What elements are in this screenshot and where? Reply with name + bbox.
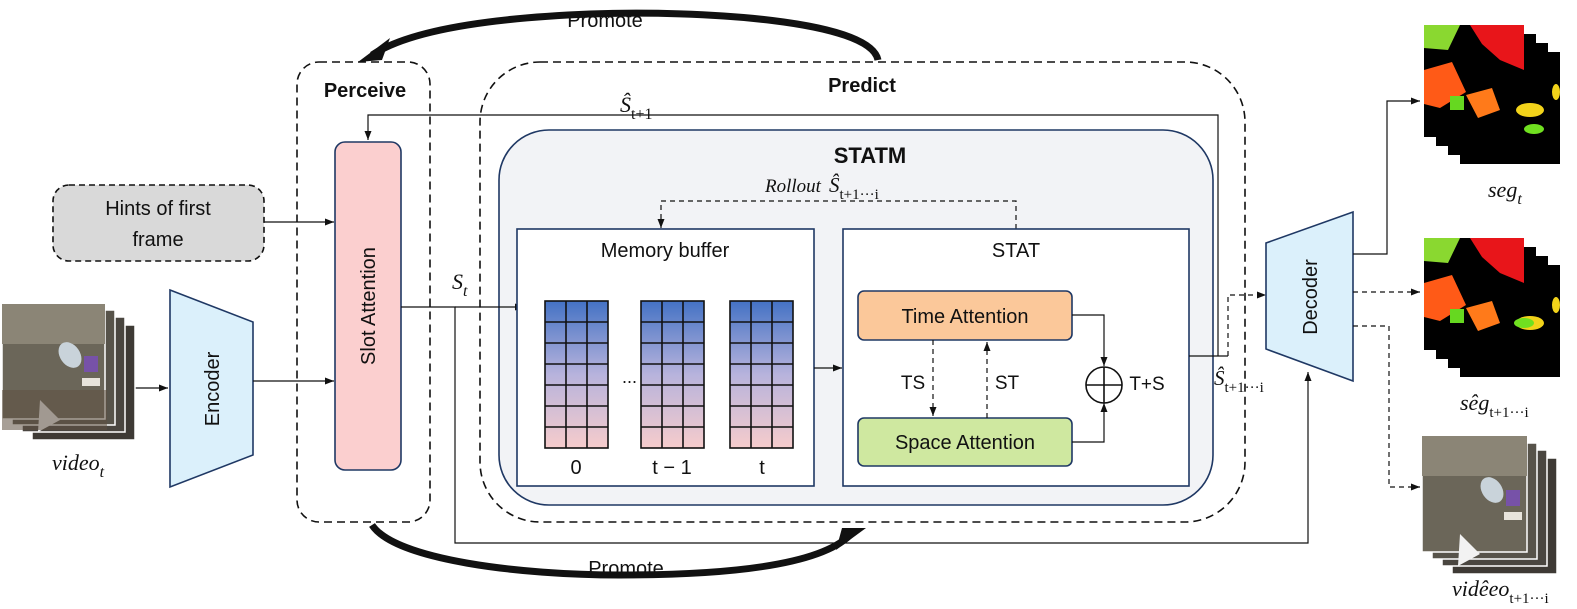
input-video-stack-icon (1, 303, 136, 441)
predict-label: Predict (828, 75, 896, 97)
feedback-arrow (364, 114, 1219, 356)
buffer-slot-t (729, 300, 794, 449)
s-t-label: St (452, 269, 468, 300)
t-plus-s-label: T+S (1129, 374, 1164, 395)
rollout-arrow (657, 200, 1017, 229)
encoder-label: Encoder (202, 351, 224, 426)
memory-buffer-label: Memory buffer (601, 240, 730, 262)
hints-box (52, 184, 265, 262)
st-to-decoder-arrow (401, 306, 1312, 544)
predicted-segmentation-stack-icon (1424, 238, 1560, 377)
space-attention-label: Space Attention (895, 432, 1035, 454)
slot-attention-label: Slot Attention (358, 247, 380, 365)
stat-label: STAT (992, 240, 1040, 262)
buffer-label-t: t (759, 457, 765, 479)
space-to-sum-arrow (1072, 403, 1108, 443)
decoder-to-video-pred-arrow (1353, 325, 1420, 491)
perceive-container (296, 61, 431, 523)
time-to-sum-arrow (1072, 314, 1108, 366)
buffer-slot-t-minus-1 (640, 300, 705, 449)
video-t-label: videot (52, 450, 105, 481)
buffer-slot-0 (544, 300, 609, 449)
predicted-video-stack-icon (1421, 435, 1558, 575)
oplus-sum-icon (1085, 366, 1123, 404)
ts-label: TS (901, 373, 925, 394)
hints-line1: Hints of first (105, 198, 211, 220)
hints-line2: frame (132, 229, 183, 251)
statm-label: STATM (834, 143, 907, 168)
predict-container (479, 61, 1246, 523)
buffer-label-0: 0 (570, 457, 581, 479)
s-hat-t-plus-1-label: Ŝt+1 (620, 92, 652, 123)
slot-attention-block (334, 141, 402, 471)
st-label: ST (995, 373, 1020, 394)
decoder-block (1265, 210, 1354, 383)
s-hat-output-label: Ŝt+1···i (1214, 366, 1264, 396)
video-hat-label: vidêeot+1···i (1452, 576, 1549, 607)
segmentation-mask-stack-icon (1424, 25, 1560, 164)
seg-hat-label: sêgt+1···i (1460, 390, 1529, 421)
perceive-label: Perceive (324, 80, 406, 102)
buffer-label-t-minus-1: t − 1 (652, 457, 691, 479)
promote-bottom-label: Promote (588, 558, 664, 580)
decoder-label: Decoder (1300, 259, 1322, 335)
time-attention-label: Time Attention (901, 306, 1028, 328)
decoder-to-seg-arrow (1353, 97, 1420, 255)
stat-to-decoder-arrow (1227, 291, 1266, 356)
buffer-ellipsis: ... (622, 367, 637, 387)
promote-top-label: Promote (567, 10, 643, 32)
promote-bottom-arrow (369, 522, 866, 579)
encoder-block (169, 288, 254, 489)
seg-t-label: segt (1488, 177, 1522, 208)
promote-top-arrow (358, 9, 882, 62)
